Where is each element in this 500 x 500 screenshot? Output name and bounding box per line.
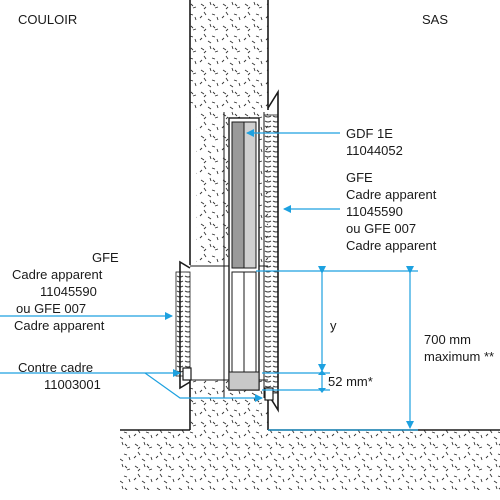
svg-text:ou GFE 007: ou GFE 007 <box>16 301 86 316</box>
gdf-damper <box>223 112 265 398</box>
gdf-label: GDF 1E 11044052 <box>346 126 403 158</box>
zone-label-left: COULOIR <box>18 12 77 27</box>
svg-text:y: y <box>330 318 337 333</box>
contre-cadre-label: Contre cadre 11003001 <box>18 360 101 392</box>
svg-text:11045590: 11045590 <box>346 204 403 219</box>
svg-text:GFE: GFE <box>346 170 373 185</box>
dimension-y: y <box>318 266 337 372</box>
svg-text:GFE: GFE <box>92 250 119 265</box>
contre-cadre-leader-2 <box>144 372 263 402</box>
svg-text:Cadre apparent: Cadre apparent <box>12 267 103 282</box>
svg-text:11045590: 11045590 <box>40 284 97 299</box>
zone-label-right: SAS <box>422 12 448 27</box>
svg-text:Cadre apparent: Cadre apparent <box>346 187 437 202</box>
svg-text:11044052: 11044052 <box>346 143 403 158</box>
svg-text:ou GFE 007: ou GFE 007 <box>346 221 416 236</box>
dimension-52mm: 52 mm* <box>318 370 373 393</box>
svg-text:Cadre apparent: Cadre apparent <box>14 318 105 333</box>
svg-text:maximum **: maximum ** <box>424 349 494 364</box>
svg-text:Contre cadre: Contre cadre <box>18 360 93 375</box>
svg-text:GDF 1E: GDF 1E <box>346 126 393 141</box>
svg-text:700 mm: 700 mm <box>424 332 471 347</box>
svg-text:52 mm*: 52 mm* <box>328 374 373 389</box>
gfe-right-label: GFE Cadre apparent 11045590 ou GFE 007 C… <box>346 170 437 253</box>
svg-text:Cadre apparent: Cadre apparent <box>346 238 437 253</box>
floor-slab <box>120 429 500 490</box>
svg-text:11003001: 11003001 <box>44 377 101 392</box>
gfe-left-label: GFE Cadre apparent 11045590 ou GFE 007 C… <box>12 250 119 333</box>
contre-cadre <box>182 367 274 401</box>
gfe-grille-left <box>175 260 191 390</box>
dimension-700mm: 700 mm maximum ** <box>406 266 494 429</box>
dimension-guides <box>256 270 418 431</box>
gfe-grille-right <box>263 89 279 413</box>
